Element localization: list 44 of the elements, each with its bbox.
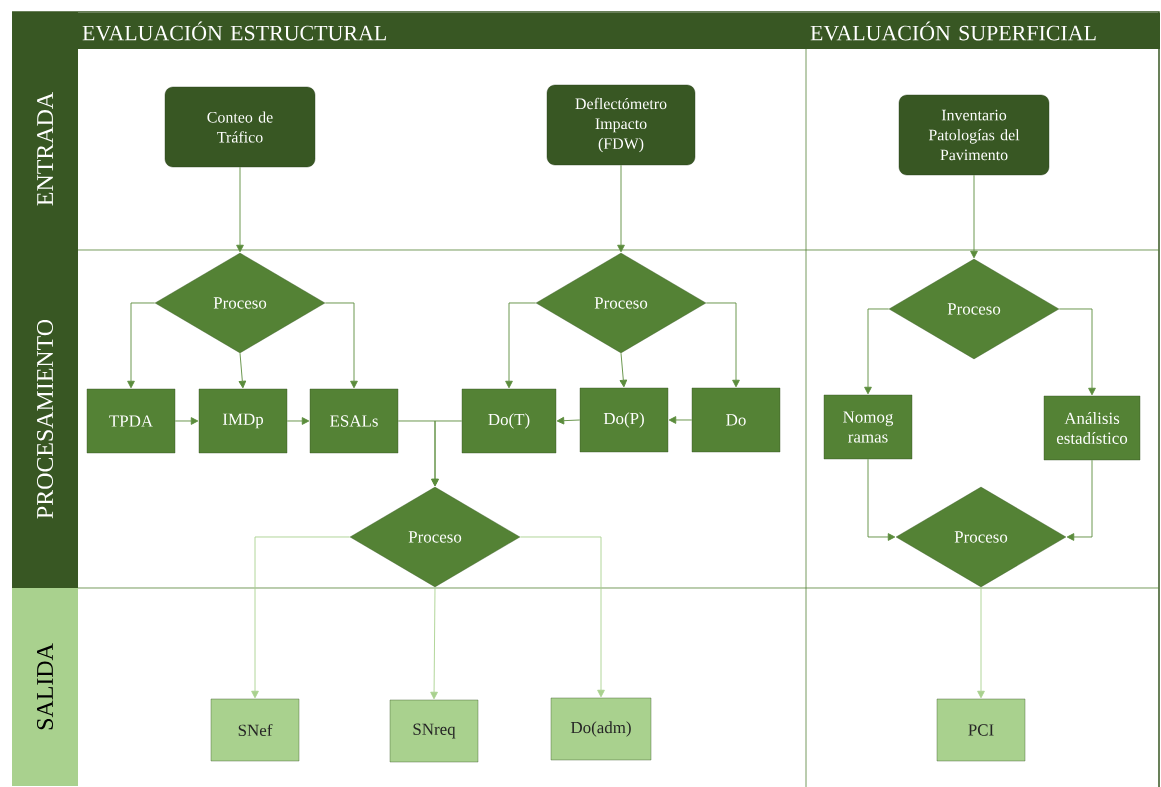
arrow bbox=[977, 586, 985, 699]
arrow bbox=[705, 302, 740, 388]
process-box: ESALs bbox=[309, 388, 399, 454]
arrow bbox=[286, 417, 310, 425]
process-box: Análisis estadístico bbox=[1043, 395, 1141, 461]
process-box: Do(P) bbox=[579, 387, 669, 453]
arrow bbox=[431, 420, 463, 487]
node-label: EVALUACIÓN SUPERFICIAL bbox=[810, 21, 1096, 41]
output-box: SNef bbox=[210, 698, 300, 762]
arrow bbox=[668, 416, 693, 424]
process-box: TPDA bbox=[86, 388, 176, 454]
arrow bbox=[1066, 459, 1093, 541]
process-box: Do bbox=[691, 387, 781, 453]
output-box: SNreq bbox=[389, 699, 479, 763]
process-box: Nomog ramas bbox=[823, 394, 913, 460]
arrow bbox=[324, 302, 358, 389]
lane-header: PROCESAMIENTO bbox=[12, 250, 78, 588]
arrow bbox=[867, 458, 896, 541]
arrow bbox=[864, 308, 890, 395]
arrow bbox=[174, 417, 199, 425]
arrow bbox=[236, 166, 244, 253]
input-box: Deflectómetro Impacto (FDW) bbox=[546, 84, 696, 166]
column-header: EVALUACIÓN SUPERFICIAL bbox=[806, 13, 1160, 49]
arrow bbox=[505, 302, 537, 389]
arrow bbox=[127, 302, 156, 389]
node-label: EVALUACIÓN ESTRUCTURAL bbox=[82, 21, 386, 41]
arrow bbox=[251, 536, 351, 699]
arrow bbox=[430, 586, 438, 700]
node-label: ENTRADA bbox=[37, 92, 53, 206]
arrow bbox=[556, 416, 581, 425]
arrow bbox=[238, 352, 247, 389]
arrow bbox=[617, 164, 625, 253]
process-box: IMDp bbox=[198, 388, 288, 454]
lane-header: SALIDA bbox=[12, 588, 78, 786]
arrow bbox=[1058, 308, 1096, 396]
input-box: Inventario Patologías del Pavimento bbox=[898, 94, 1050, 176]
output-box: PCI bbox=[936, 698, 1026, 762]
arrow bbox=[970, 174, 978, 259]
node-label: PROCESAMIENTO bbox=[36, 319, 54, 519]
arrow bbox=[619, 352, 628, 388]
input-box: Conteo de Tráfico bbox=[164, 86, 316, 168]
output-box: Do(adm) bbox=[550, 697, 652, 761]
process-box: Do(T) bbox=[461, 388, 557, 454]
arrow bbox=[519, 536, 605, 698]
